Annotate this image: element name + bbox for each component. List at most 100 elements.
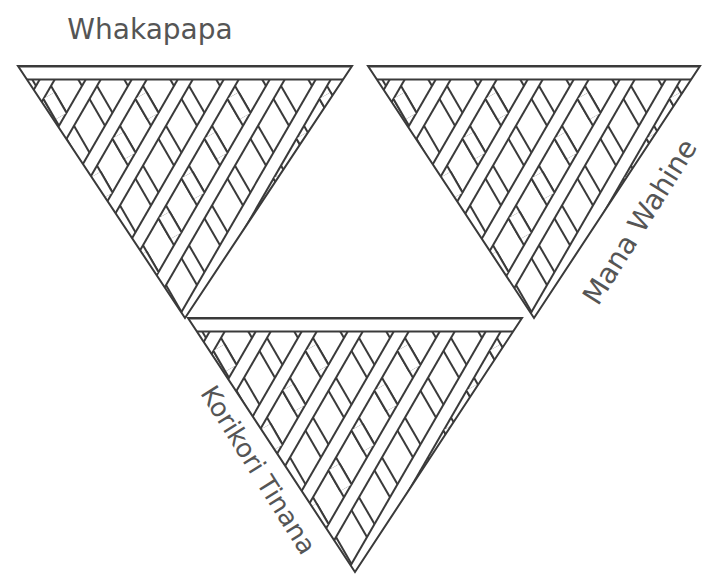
weave-crossing — [445, 494, 457, 515]
weave-crossing — [491, 255, 503, 276]
weave-crossing — [127, 507, 139, 528]
panel-outline — [18, 66, 352, 318]
weave-crossing — [564, 387, 576, 408]
weave-crossing — [330, 56, 342, 77]
weave-crossing — [675, 573, 687, 581]
weave-crossing — [219, 347, 231, 368]
weave-strip — [0, 0, 161, 581]
weave-crossing — [49, 95, 61, 116]
weave-crossing — [606, 374, 618, 395]
weave-strip — [50, 0, 710, 581]
weave-crossing — [670, 454, 682, 475]
weave-crossing — [150, 308, 162, 329]
weave-strip — [519, 0, 710, 581]
weave-crossing — [560, 295, 572, 316]
weave-crossing — [3, 334, 15, 355]
weave-crossing — [601, 414, 613, 435]
weave-crossing — [118, 135, 130, 156]
weave-crossing — [583, 95, 595, 116]
weave-strip — [496, 0, 710, 581]
weave-crossing — [670, 454, 682, 475]
weave-crossing — [307, 95, 319, 116]
weave-crossing — [624, 534, 636, 555]
weave-crossing — [3, 334, 15, 355]
weave-crossing — [192, 295, 204, 316]
weave-crossing — [652, 454, 664, 475]
weave-crossing — [647, 494, 659, 515]
weave-crossing — [123, 255, 135, 276]
weave-strip — [469, 0, 710, 581]
weave-crossing — [210, 135, 222, 156]
weave-crossing — [587, 347, 599, 368]
weave-crossing — [141, 414, 153, 435]
weave-crossing — [210, 295, 222, 316]
weave-crossing — [537, 175, 549, 196]
weave-crossing — [610, 308, 622, 329]
weave-crossing — [26, 454, 38, 475]
weave-crossing — [187, 175, 199, 196]
weave-crossing — [164, 215, 176, 236]
weave-crossing — [104, 387, 116, 408]
weave-strip — [193, 0, 710, 581]
weave-crossing — [302, 295, 314, 316]
weave-crossing — [192, 135, 204, 156]
weave-crossing — [486, 454, 498, 475]
weave-crossing — [127, 347, 139, 368]
weave-crossing — [702, 308, 710, 329]
weave-crossing — [537, 494, 549, 515]
weave-crossing — [104, 387, 116, 408]
weave-crossing — [698, 374, 710, 395]
weave-strip — [0, 0, 575, 581]
top-band — [8, 66, 362, 81]
weave-strip — [607, 0, 710, 581]
weave-crossing — [12, 547, 24, 568]
weave-crossing — [334, 467, 346, 488]
weave-crossing — [187, 494, 199, 515]
weave-crossing — [219, 507, 231, 528]
weave-crossing — [35, 507, 47, 528]
weave-strip — [0, 0, 299, 581]
weave-crossing — [583, 414, 595, 435]
weave-crossing — [514, 374, 526, 395]
weave-crossing — [693, 573, 705, 581]
weave-crossing — [238, 534, 250, 555]
weave-crossing — [468, 135, 480, 156]
weave-crossing — [0, 427, 1, 448]
weave-strip — [0, 0, 548, 581]
weave-crossing — [532, 534, 544, 555]
weave-crossing — [426, 467, 438, 488]
weave-crossing — [583, 414, 595, 435]
weave-crossing — [141, 573, 153, 581]
weave-crossing — [675, 95, 687, 116]
weave-strip — [0, 0, 667, 581]
weave-crossing — [150, 467, 162, 488]
weave-strip — [243, 0, 710, 581]
weave-crossing — [302, 295, 314, 316]
weave-crossing — [652, 295, 664, 316]
weave-crossing — [606, 374, 618, 395]
weave-crossing — [72, 374, 84, 395]
weave-strip — [423, 0, 710, 581]
weave-crossing — [100, 295, 112, 316]
weave-crossing — [3, 175, 15, 196]
weave-strip — [0, 0, 129, 581]
weave-crossing — [380, 387, 392, 408]
weave-crossing — [583, 95, 595, 116]
weave-strip — [0, 0, 667, 581]
weave-crossing — [578, 454, 590, 475]
weave-strip — [0, 0, 529, 581]
weave-crossing — [238, 215, 250, 236]
side-label: Whakapapa — [67, 16, 232, 44]
top-band — [358, 68, 710, 79]
weave-strip — [450, 0, 710, 581]
weave-crossing — [54, 56, 66, 77]
weave-strip — [0, 0, 299, 581]
weave-crossing — [72, 534, 84, 555]
weave-crossing — [468, 135, 480, 156]
weave-crossing — [679, 507, 691, 528]
weave-crossing — [399, 95, 411, 116]
weave-strip — [0, 0, 644, 581]
weave-crossing — [399, 573, 411, 581]
weave-crossing — [440, 215, 452, 236]
